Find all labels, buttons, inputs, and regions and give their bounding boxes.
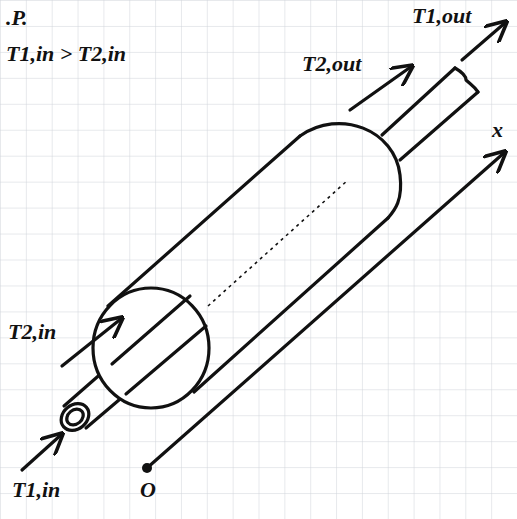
temperature-label: T2,out	[300, 52, 363, 76]
inner-tube-bore	[64, 406, 87, 428]
shell-end	[93, 288, 209, 408]
axis-label: x	[490, 118, 505, 142]
shell-edge	[194, 218, 388, 392]
shell-edge	[108, 136, 300, 306]
origin-label: O	[138, 478, 158, 502]
flow-arrow	[22, 434, 62, 470]
inner-tube-edge	[400, 92, 478, 160]
shell-end	[300, 124, 401, 218]
temperature-label: .P.	[4, 6, 30, 30]
inner-tube-edge	[126, 326, 206, 394]
temperature-label: T1,out	[410, 4, 473, 28]
origin-dot	[142, 463, 152, 473]
temperature-label: T1,in > T2,in	[4, 42, 128, 66]
flow-arrow	[62, 318, 122, 366]
temperature-label: T2,in	[6, 320, 58, 344]
hidden-tube-line	[208, 180, 348, 306]
temperature-label: T1,in	[10, 478, 62, 502]
inner-tube-cut	[455, 68, 478, 92]
x-axis	[147, 152, 505, 468]
inner-tube-end	[56, 398, 94, 436]
inner-tube-edge	[112, 296, 190, 364]
